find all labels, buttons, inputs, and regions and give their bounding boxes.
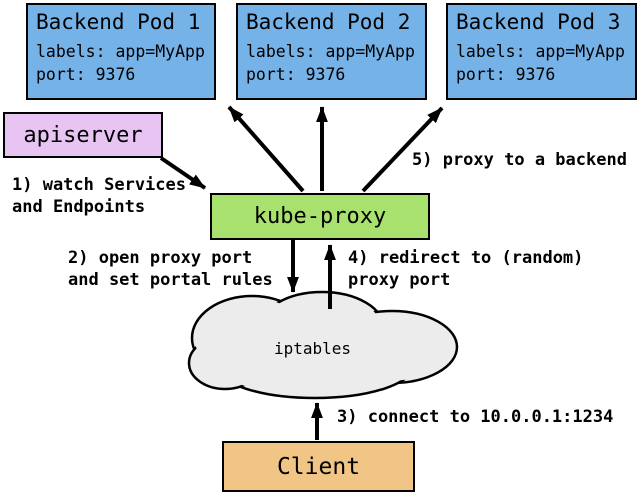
arrow-kubeproxy-to-pod1: [227, 105, 305, 193]
backend-pod-3-box: Backend Pod 3 labels: app=MyApp port: 93…: [446, 3, 637, 100]
backend-pod-3-title: Backend Pod 3: [456, 10, 621, 34]
kube-proxy-box: kube-proxy: [210, 193, 430, 240]
backend-pod-1-title: Backend Pod 1: [36, 10, 201, 34]
client-box: Client: [222, 441, 415, 492]
backend-pod-3-port: port: 9376: [456, 65, 556, 84]
annotation-step5-proxy-to-backend: 5) proxy to a backend: [412, 150, 627, 170]
annotation-step2-open-proxy-port: 2) open proxy port and set portal rules: [68, 248, 273, 290]
annotation-step3-connect: 3) connect to 10.0.0.1:1234: [337, 407, 614, 427]
backend-pod-3-labels: labels: app=MyApp: [456, 42, 625, 61]
annotation-step4-redirect: 4) redirect to (random) proxy port: [348, 248, 584, 290]
backend-pod-2-labels: labels: app=MyApp: [246, 42, 415, 61]
backend-pod-2-box: Backend Pod 2 labels: app=MyApp port: 93…: [236, 3, 427, 100]
backend-pod-2-port: port: 9376: [246, 65, 346, 84]
backend-pod-1-labels: labels: app=MyApp: [36, 42, 205, 61]
annotation-step1-watch-services: 1) watch Services and Endpoints: [12, 175, 186, 217]
backend-pod-1-box: Backend Pod 1 labels: app=MyApp port: 93…: [26, 3, 216, 100]
backend-pod-2-title: Backend Pod 2: [246, 10, 411, 34]
backend-pod-1-port: port: 9376: [36, 65, 136, 84]
apiserver-box: apiserver: [3, 112, 163, 158]
iptables-label: iptables: [274, 339, 352, 358]
